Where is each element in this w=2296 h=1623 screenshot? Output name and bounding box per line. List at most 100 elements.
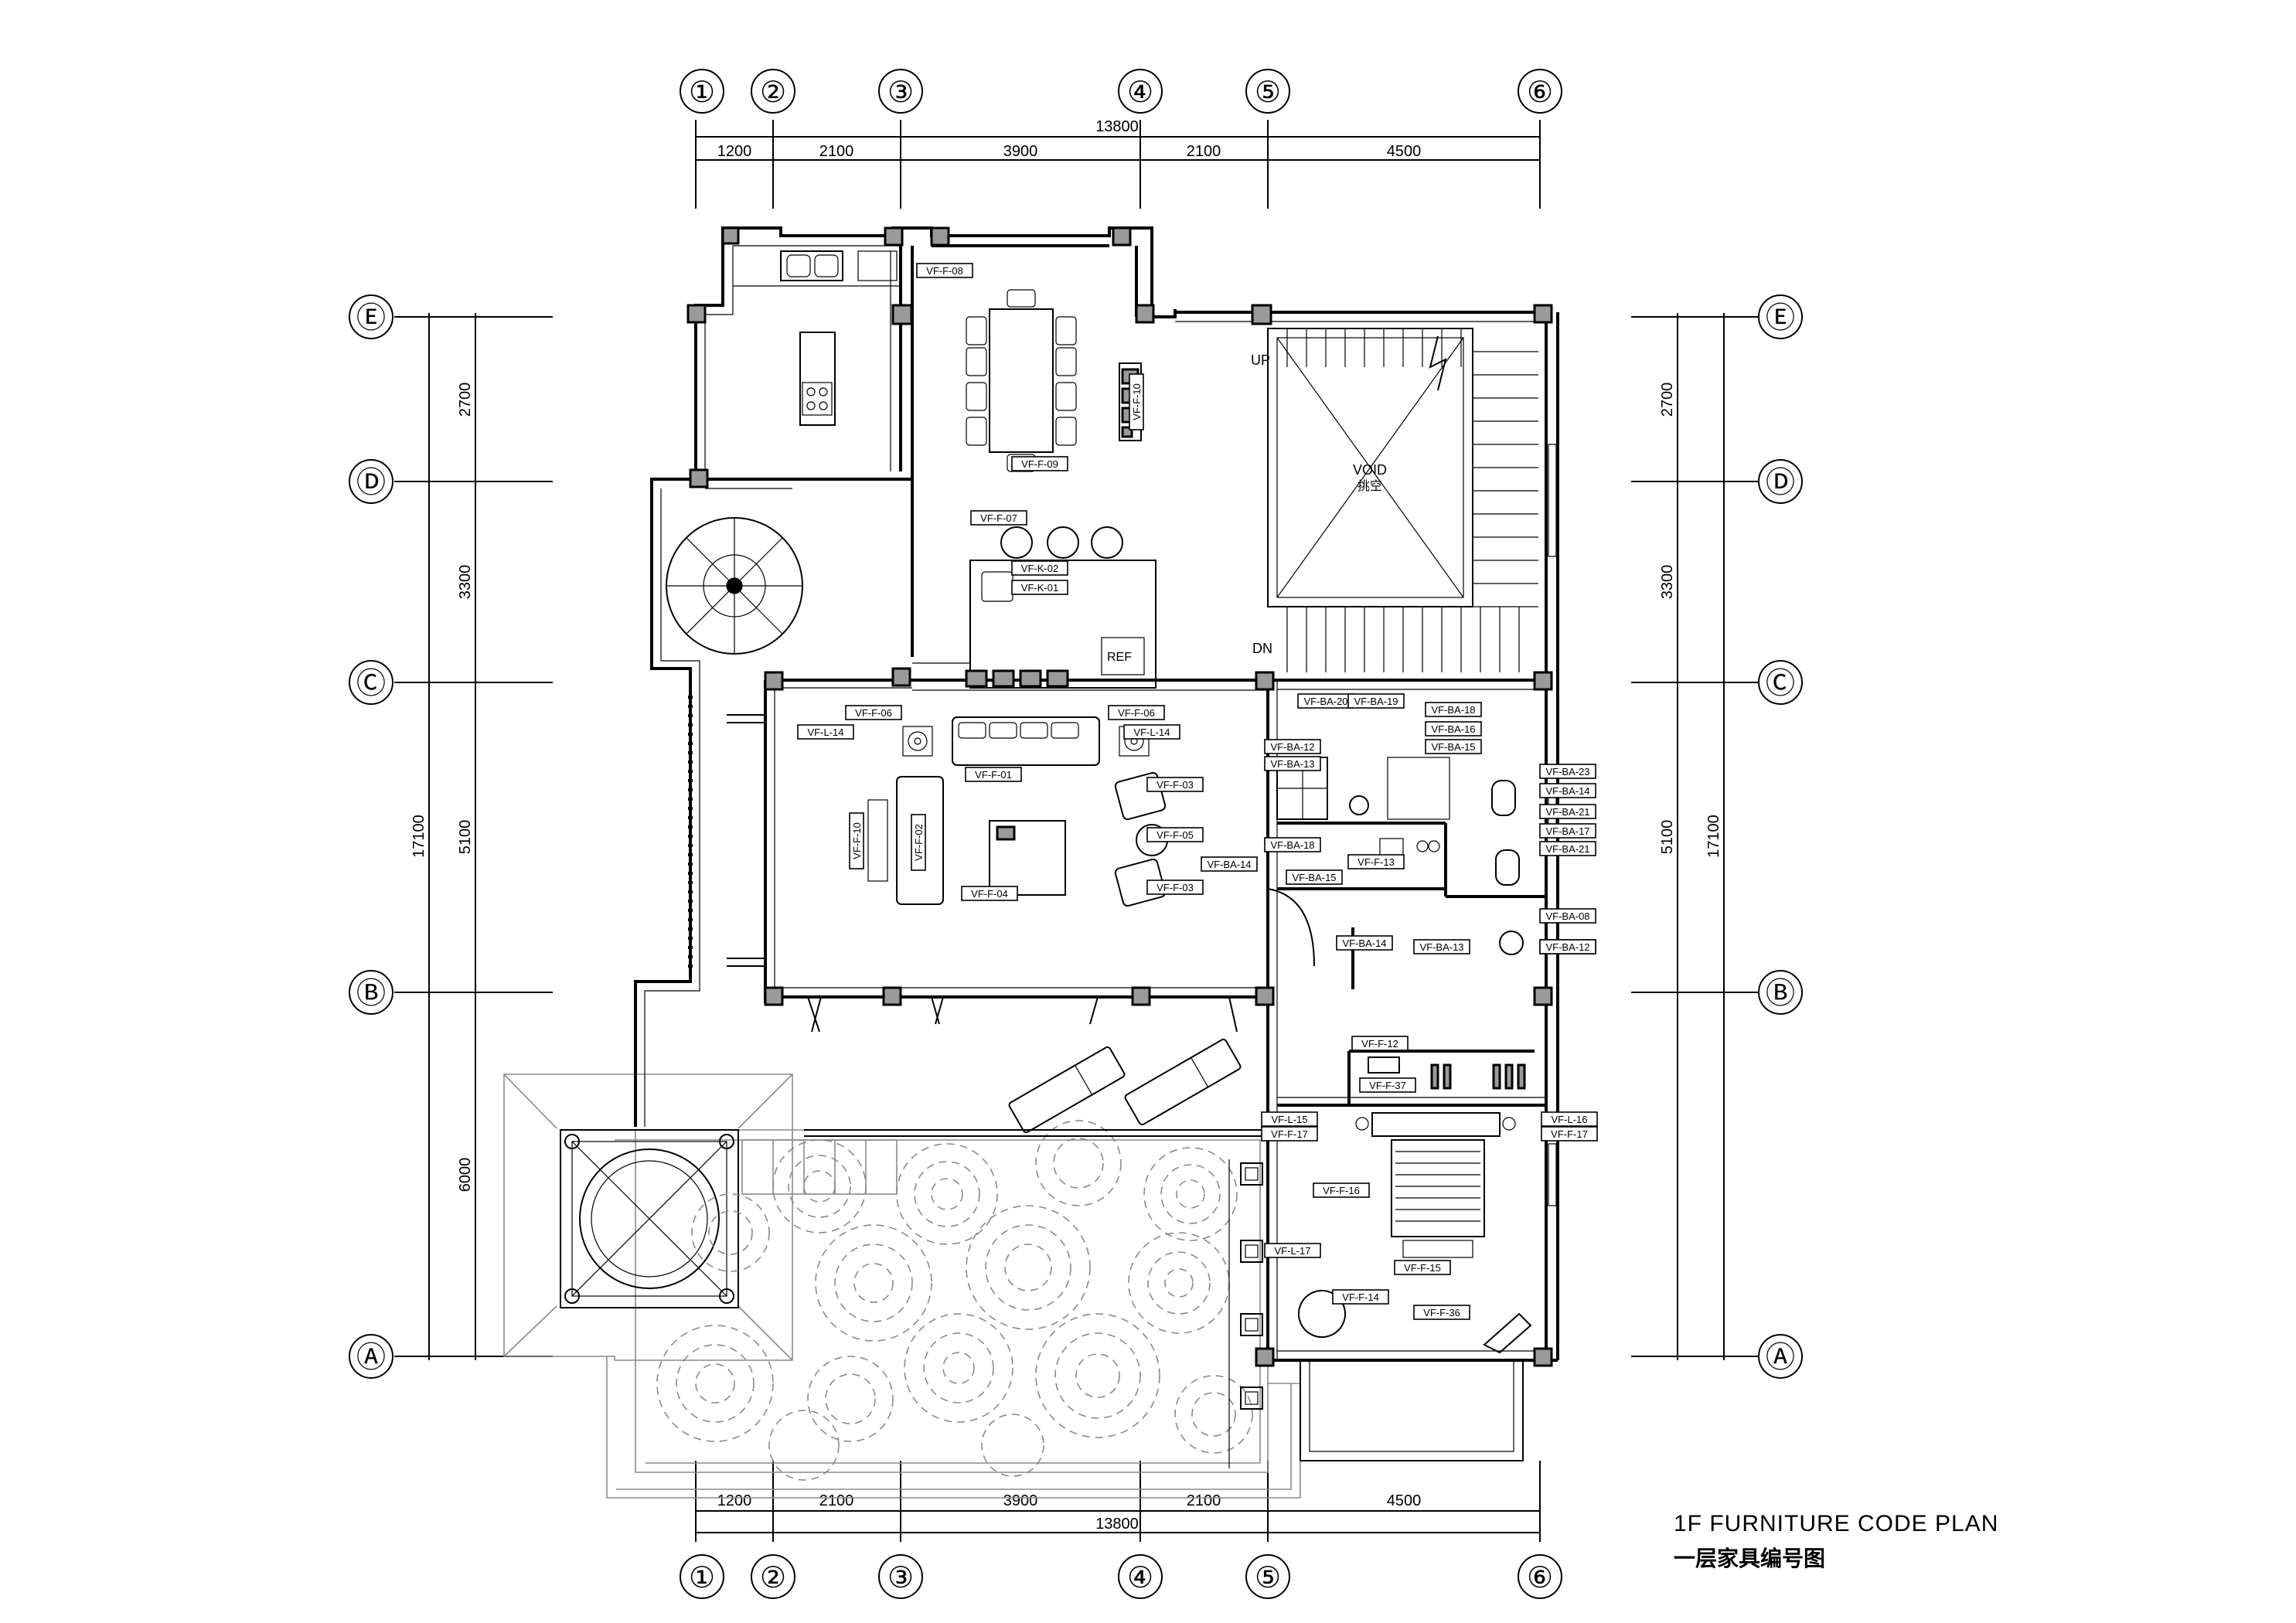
furniture-code-label: VF-BA-15 xyxy=(1431,741,1475,753)
svg-text:②: ② xyxy=(760,77,786,109)
axis-bubble: ③ xyxy=(878,69,923,114)
bottom-dim-5: 4500 xyxy=(1387,1492,1422,1509)
furniture-code-tag: VF-BA-21 xyxy=(1539,841,1596,856)
furniture-code-label: VF-BA-15 xyxy=(1292,872,1336,883)
furniture-code-label: VF-BA-12 xyxy=(1545,941,1589,953)
dining-area: REF xyxy=(912,289,1157,689)
coffee-table xyxy=(989,820,1066,896)
fridge-label: REF xyxy=(1107,651,1132,664)
axis-bubble: Ⓓ xyxy=(349,459,553,504)
bottom-dimension-line: 1200 2100 3900 2100 4500 13800 xyxy=(695,1461,1541,1542)
axis-bubble: ⑥ xyxy=(1518,1554,1562,1599)
bedroom-armchair xyxy=(1298,1290,1346,1338)
furniture-code-tag: VF-F-16 xyxy=(1313,1182,1370,1198)
furniture-code-label: VF-BA-14 xyxy=(1207,859,1251,870)
furniture-code-label: VF-F-12 xyxy=(1361,1038,1398,1050)
axis-bubble: Ⓒ xyxy=(349,660,553,705)
furniture-code-label: VF-F-13 xyxy=(1358,856,1395,868)
row-axis-bubbles-right: Ⓔ Ⓓ Ⓒ Ⓑ Ⓐ xyxy=(1631,294,1803,1379)
left-dimension-line: 17100 2700 3300 5100 6000 xyxy=(410,313,553,1360)
furniture-code-tag: VF-F-17 xyxy=(1261,1126,1318,1142)
furniture-code-label: VF-L-14 xyxy=(1134,726,1170,738)
furniture-code-tag: VF-BA-17 xyxy=(1539,823,1596,839)
svg-text:⑥: ⑥ xyxy=(1527,77,1553,109)
bed xyxy=(1391,1139,1485,1237)
furniture-code-tag: VF-F-07 xyxy=(970,510,1027,526)
furniture-code-label: VF-BA-08 xyxy=(1545,910,1589,922)
drawing-caption: 1F FURNITURE CODE PLAN 一层家具编号图 xyxy=(1674,1511,1998,1573)
furniture-code-label: VF-F-07 xyxy=(980,512,1017,524)
bottom-total-dimension: 13800 xyxy=(1095,1516,1139,1533)
side-table-lamp xyxy=(902,726,933,757)
counter-stools xyxy=(965,669,1069,688)
axis-bubble: Ⓐ xyxy=(349,1334,553,1379)
furniture-code-tag: VF-L-14 xyxy=(797,724,854,740)
svg-text:①: ① xyxy=(689,1562,715,1594)
axis-bubble: Ⓔ xyxy=(1631,294,1803,339)
furniture-code-tag: VF-F-14 xyxy=(1332,1289,1389,1305)
toilet xyxy=(1491,780,1516,816)
furniture-code-tag: VF-L-14 xyxy=(1123,724,1180,740)
paving-circle-pattern xyxy=(656,1120,1253,1481)
furniture-code-tag: VF-BA-19 xyxy=(1347,693,1405,709)
furniture-code-tag: VF-F-03 xyxy=(1146,880,1204,895)
furniture-code-label: VF-F-15 xyxy=(1404,1262,1441,1274)
furniture-code-label: VF-BA-23 xyxy=(1545,766,1589,777)
axis-bubble: ① xyxy=(680,1554,724,1599)
axis-bubble: ① xyxy=(680,69,724,114)
top-dim-4: 2100 xyxy=(1187,143,1221,160)
furniture-code-label: VF-F-08 xyxy=(926,265,963,277)
sun-lounger xyxy=(1124,1038,1242,1126)
axis-bubble: Ⓒ xyxy=(1631,660,1803,705)
furniture-code-label: VF-F-03 xyxy=(1157,882,1194,893)
column-axis-bubbles-bottom: ① ② ③ ④ ⑤ ⑥ xyxy=(680,1554,1562,1599)
furniture-code-tag: VF-F-36 xyxy=(1413,1305,1470,1320)
furniture-code-label: VF-F-03 xyxy=(1157,779,1194,791)
furniture-code-label: VF-BA-12 xyxy=(1270,741,1314,753)
svg-text:Ⓑ: Ⓑ xyxy=(356,978,386,1010)
furniture-code-tag: VF-BA-20 xyxy=(1297,693,1354,709)
svg-text:Ⓒ: Ⓒ xyxy=(1766,668,1795,700)
furniture-code-tag: VF-F-04 xyxy=(961,886,1018,901)
furniture-code-label: VF-F-06 xyxy=(1118,707,1155,719)
caption-title: 1F FURNITURE CODE PLAN xyxy=(1674,1511,1999,1536)
axis-bubble: ② xyxy=(751,69,795,114)
furniture-code-tag: VF-BA-23 xyxy=(1539,764,1596,779)
furniture-code-label: VF-F-09 xyxy=(1021,458,1058,470)
furniture-code-tag: VF-F-12 xyxy=(1351,1036,1409,1051)
bedroom xyxy=(1298,1056,1532,1354)
svg-text:Ⓔ: Ⓔ xyxy=(1766,302,1795,335)
furniture-code-tags: VF-F-08VF-F-09VF-F-10VF-F-07VF-K-02VF-K-… xyxy=(797,263,1598,1320)
furniture-code-tag: VF-F-05 xyxy=(1146,827,1204,842)
right-dim-2: 3300 xyxy=(1659,565,1676,600)
furniture-code-label: VF-BA-16 xyxy=(1431,723,1475,735)
furniture-code-label: VF-BA-21 xyxy=(1545,843,1589,855)
svg-text:③: ③ xyxy=(887,77,914,109)
axis-bubble: ⑤ xyxy=(1245,1554,1290,1599)
bottom-dim-2: 2100 xyxy=(819,1492,854,1509)
furniture-code-tag: VF-BA-18 xyxy=(1425,702,1482,717)
left-dim-4: 6000 xyxy=(457,1158,474,1193)
furniture-code-tag: VF-BA-12 xyxy=(1539,939,1596,954)
row-axis-bubbles-left: Ⓔ Ⓓ Ⓒ Ⓑ Ⓐ xyxy=(349,294,553,1379)
right-dim-3: 5100 xyxy=(1659,820,1676,855)
island-counter xyxy=(969,560,1157,689)
furniture-code-label: VF-F-36 xyxy=(1423,1307,1460,1318)
furniture-code-tag: VF-F-03 xyxy=(1146,777,1204,792)
furniture-code-tag: VF-BA-12 xyxy=(1264,739,1321,754)
svg-text:Ⓔ: Ⓔ xyxy=(356,302,386,335)
axis-bubble: Ⓔ xyxy=(349,294,553,339)
furniture-code-label: VF-BA-18 xyxy=(1270,839,1314,851)
armchair xyxy=(1114,858,1167,907)
furniture-code-label: VF-F-04 xyxy=(971,888,1008,900)
furniture-code-tag: VF-BA-08 xyxy=(1539,908,1596,924)
axis-bubble: ⑤ xyxy=(1245,69,1290,114)
svg-text:⑥: ⑥ xyxy=(1527,1562,1553,1594)
furniture-code-tag: VF-BA-14 xyxy=(1336,935,1393,951)
furniture-code-label: VF-F-14 xyxy=(1342,1291,1379,1303)
furniture-code-tag: VF-F-09 xyxy=(1011,456,1068,471)
top-dim-3: 3900 xyxy=(1003,143,1038,160)
furniture-code-tag: VF-F-13 xyxy=(1347,854,1405,869)
furniture-code-tag: VF-BA-14 xyxy=(1539,783,1596,798)
